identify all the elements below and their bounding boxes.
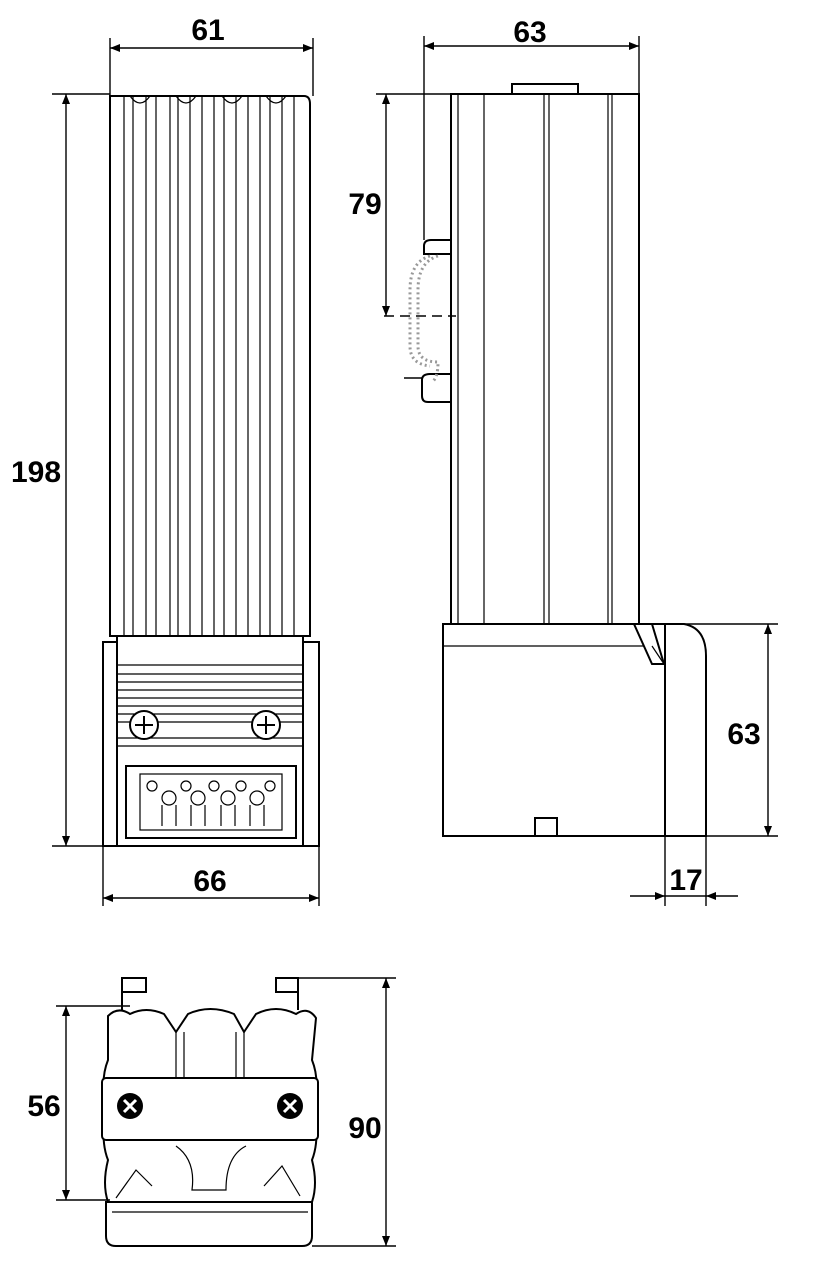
- dim-label-79: 79: [348, 188, 381, 221]
- dim-bottom-body-width: 56: [27, 1005, 130, 1201]
- side-view: 63 79 63 17: [348, 16, 778, 906]
- dim-front-base-width: 66: [102, 846, 320, 906]
- dim-side-base-height: 63: [684, 623, 778, 837]
- dim-label-17: 17: [669, 864, 702, 897]
- front-heater-body: [109, 95, 311, 637]
- side-heater-body: [450, 93, 640, 625]
- dim-label-66: 66: [193, 865, 226, 898]
- front-view: 61 198 66: [11, 14, 320, 906]
- front-heater-fins: [123, 95, 295, 636]
- dim-side-rail-offset: 79: [348, 93, 451, 316]
- dim-label-56: 56: [27, 1090, 60, 1123]
- front-screw-right-icon: [251, 710, 281, 740]
- dim-front-height: 198: [11, 93, 110, 847]
- dim-front-top-width: 61: [109, 14, 314, 96]
- side-body-lines: [457, 94, 613, 624]
- dim-side-clip-depth: 17: [630, 836, 738, 906]
- dim-label-90: 90: [348, 1112, 381, 1145]
- side-din-clip: [408, 239, 452, 403]
- bottom-view: 56 90: [27, 977, 396, 1247]
- bottom-base-plate: [105, 1201, 313, 1247]
- side-clip-profile: [664, 623, 707, 837]
- dim-label-63-top: 63: [513, 16, 546, 49]
- side-base-tab: [534, 817, 558, 837]
- bottom-screw-left-icon: [117, 1093, 143, 1119]
- dim-label-61: 61: [191, 14, 224, 47]
- bottom-mount-plate: [101, 1077, 319, 1141]
- dim-label-63-right: 63: [727, 718, 760, 751]
- front-terminal-block: [125, 765, 297, 839]
- bottom-screw-right-icon: [277, 1093, 303, 1119]
- side-top-cap: [511, 83, 579, 95]
- side-base-housing: [442, 623, 666, 837]
- bottom-tab-right: [275, 977, 299, 993]
- dim-side-width: 63: [423, 16, 640, 240]
- dim-bottom-total-width: 90: [298, 977, 396, 1247]
- dim-label-198: 198: [11, 456, 61, 489]
- bottom-tab-left: [121, 977, 147, 993]
- front-screw-left-icon: [129, 710, 159, 740]
